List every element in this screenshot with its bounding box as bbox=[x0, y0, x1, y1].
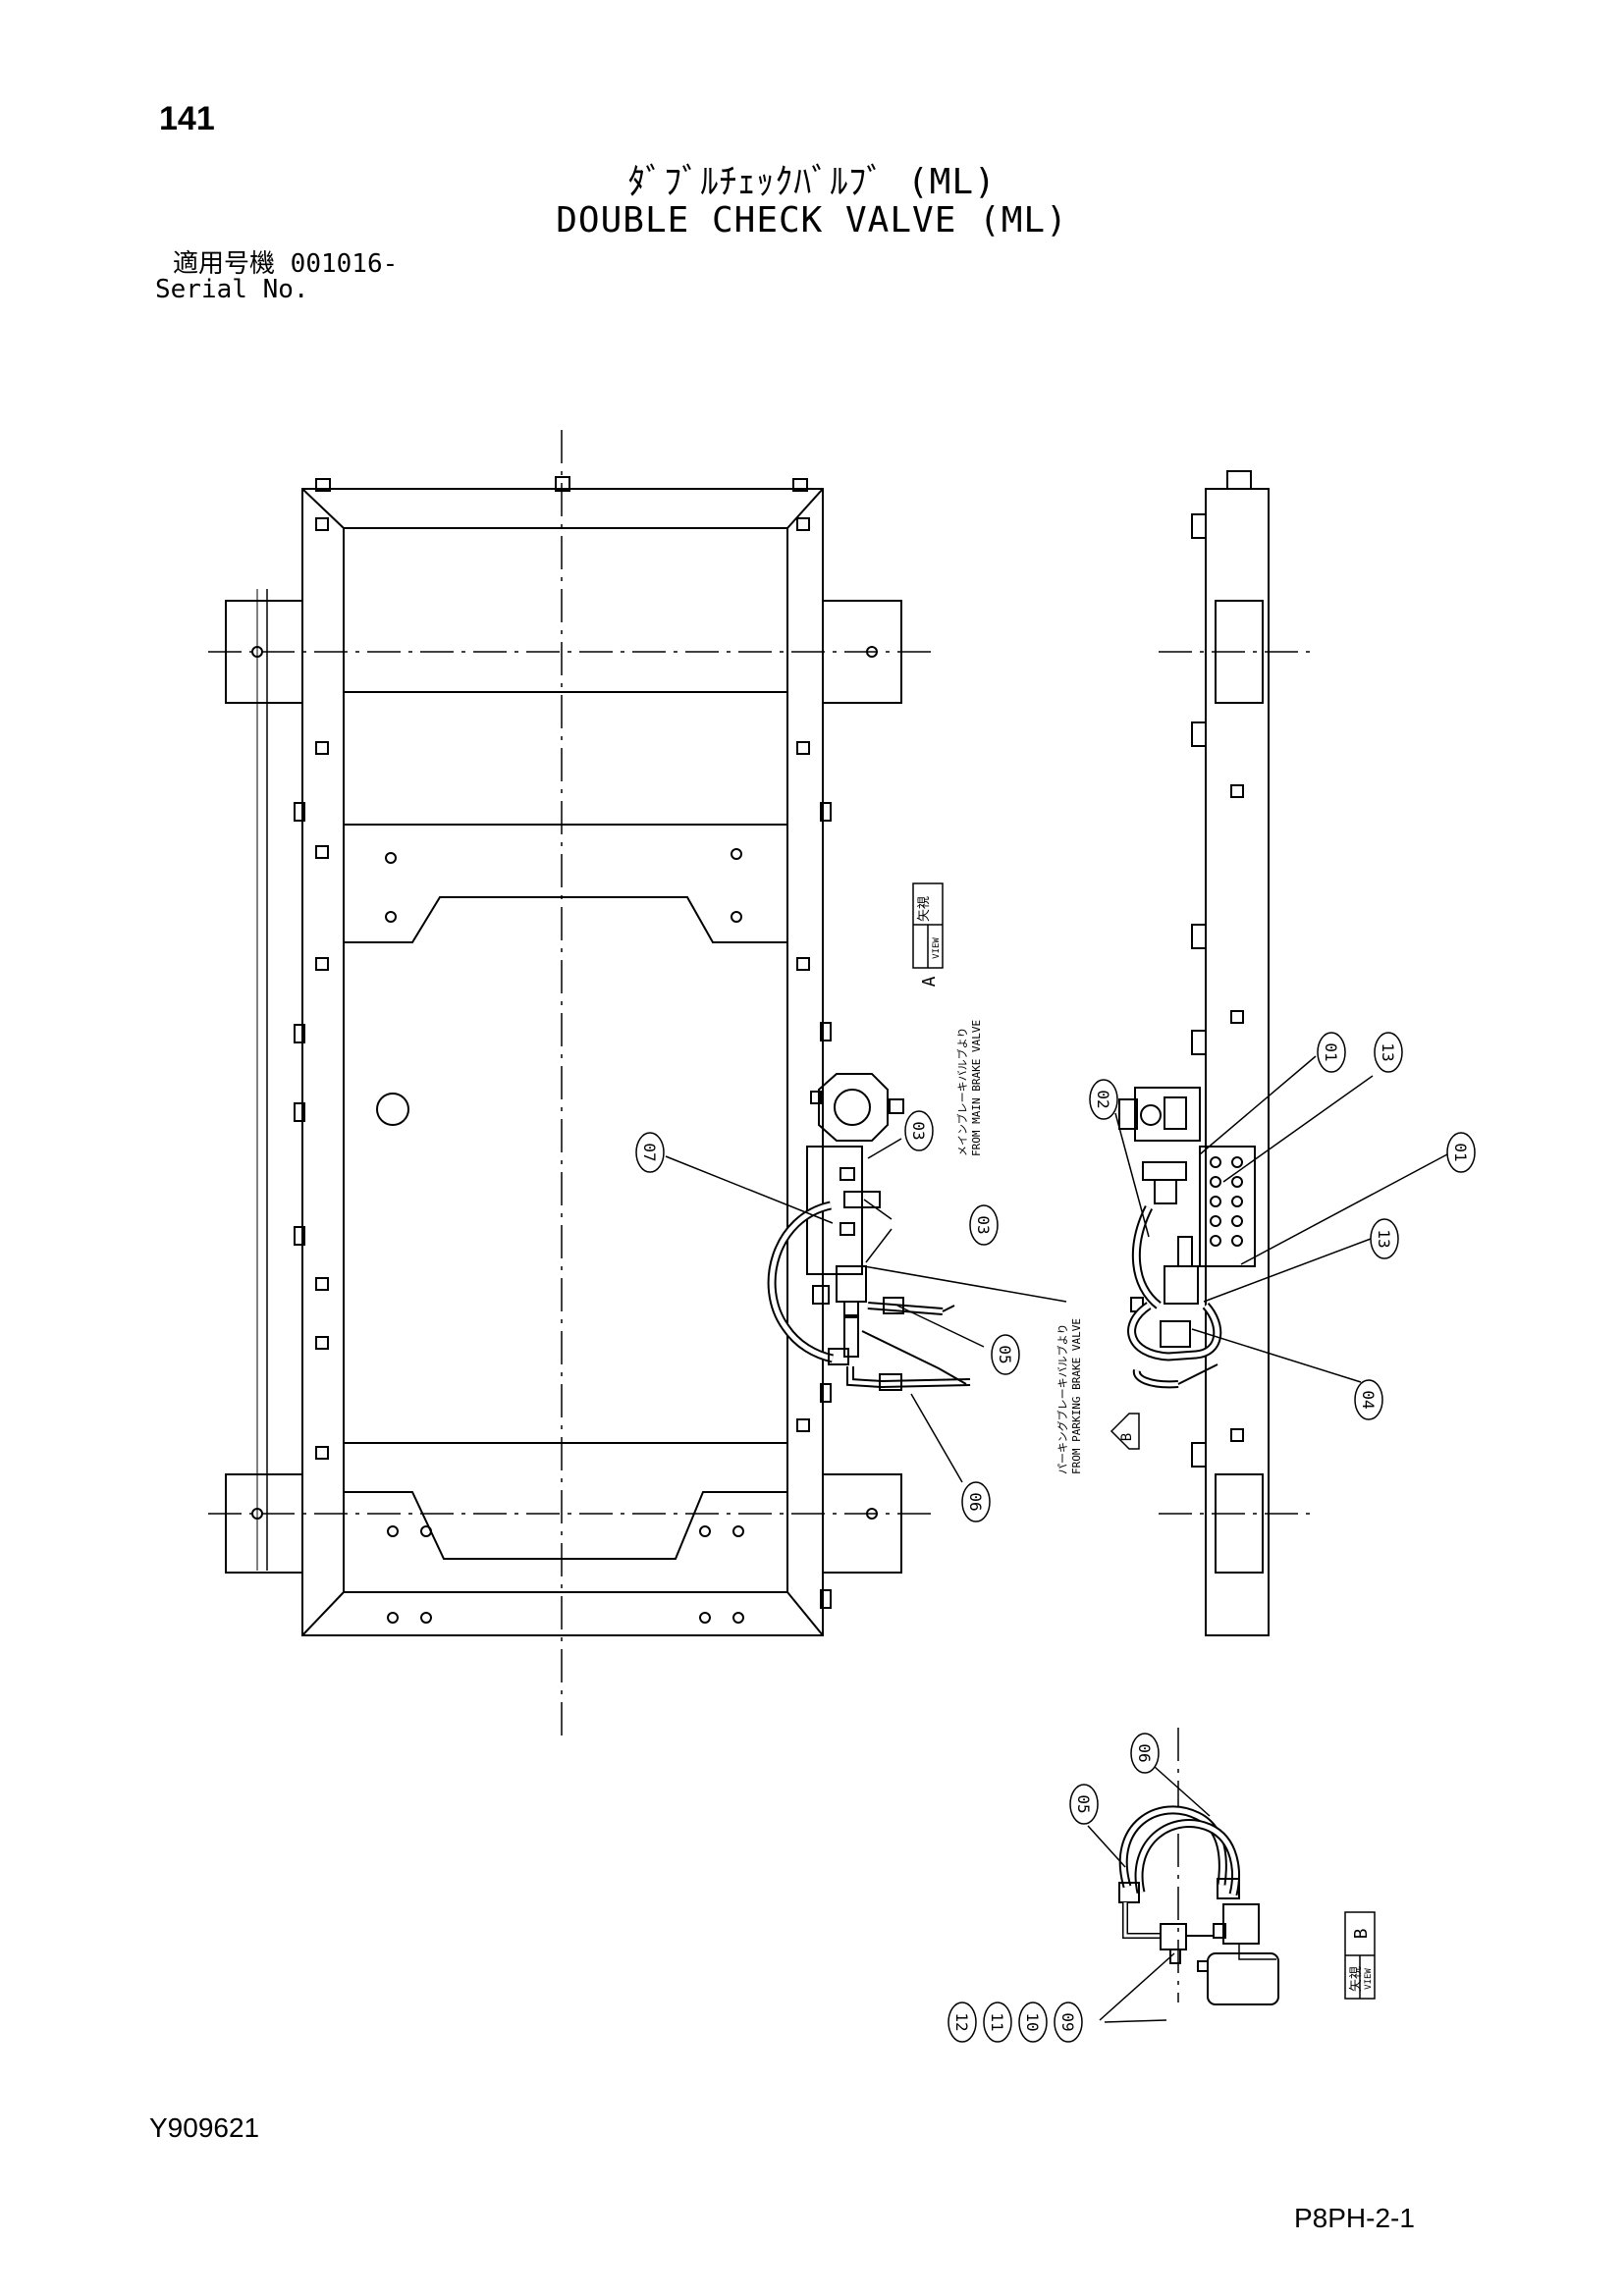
svg-text:13: 13 bbox=[1379, 1042, 1397, 1061]
note-parking-brake-en: FROM PARKING BRAKE VALVE bbox=[1070, 1318, 1083, 1474]
callout-12: 12 bbox=[947, 2002, 977, 2043]
title-english: DOUBLE CHECK VALVE (ML) bbox=[556, 200, 1068, 240]
double-check-valve-assembly-side bbox=[1118, 1087, 1256, 1389]
svg-text:01: 01 bbox=[1322, 1042, 1340, 1061]
svg-text:05: 05 bbox=[996, 1345, 1014, 1363]
detail-view-b bbox=[1118, 1728, 1279, 2005]
svg-text:02: 02 bbox=[1094, 1090, 1112, 1108]
document-code: Y909621 bbox=[149, 2112, 260, 2143]
callout-03-b: 03 bbox=[969, 1204, 999, 1246]
serial-label-english: Serial No. bbox=[155, 275, 309, 304]
serial-label-jp: 適用号機 bbox=[173, 249, 276, 279]
view-b-label-jp: 矢視 bbox=[1349, 1966, 1364, 1992]
callout-05-b: 05 bbox=[1069, 1784, 1099, 1825]
svg-text:13: 13 bbox=[1375, 1229, 1393, 1248]
view-b-letter: B bbox=[1351, 1929, 1372, 1940]
svg-text:07: 07 bbox=[640, 1143, 659, 1161]
view-a-letter: A bbox=[919, 976, 940, 987]
serial-value: 001016- bbox=[290, 249, 399, 279]
note-main-brake-en: FROM MAIN BRAKE VALVE bbox=[970, 1020, 983, 1156]
view-b-label-en: VIEW bbox=[1364, 1968, 1374, 1990]
svg-text:04: 04 bbox=[1359, 1390, 1378, 1409]
callout-03-a: 03 bbox=[904, 1110, 934, 1151]
note-main-brake-jp: メインブレーキバルブより bbox=[955, 1028, 969, 1156]
callout-10: 10 bbox=[1018, 2002, 1048, 2043]
callout-01-a: 01 bbox=[1317, 1032, 1346, 1073]
double-check-valve-assembly-main bbox=[767, 1073, 1067, 1391]
title-japanese: ﾀﾞﾌﾞﾙﾁｪｯｸﾊﾞﾙﾌﾞ (ML) bbox=[627, 162, 997, 202]
frame-top-view bbox=[208, 430, 933, 1737]
view-a-label-jp: 矢視 bbox=[917, 896, 932, 922]
svg-text:11: 11 bbox=[988, 2012, 1006, 2031]
leader-lines bbox=[665, 1055, 1448, 2023]
callout-07: 07 bbox=[635, 1132, 665, 1173]
svg-text:10: 10 bbox=[1023, 2012, 1042, 2031]
svg-text:09: 09 bbox=[1058, 2012, 1077, 2031]
svg-text:03: 03 bbox=[974, 1215, 993, 1234]
callout-02: 02 bbox=[1089, 1079, 1118, 1120]
callout-06-a: 06 bbox=[961, 1481, 991, 1522]
callout-04: 04 bbox=[1354, 1379, 1383, 1420]
callout-11: 11 bbox=[983, 2002, 1012, 2043]
view-a-label-en: VIEW bbox=[932, 937, 942, 959]
arrow-b-letter: B bbox=[1119, 1433, 1135, 1441]
svg-text:01: 01 bbox=[1451, 1143, 1470, 1161]
serial-label-japanese: 適用号機 001016- bbox=[173, 251, 398, 278]
svg-text:06: 06 bbox=[966, 1492, 985, 1511]
svg-text:06: 06 bbox=[1135, 1743, 1154, 1762]
callout-13-a: 13 bbox=[1374, 1032, 1403, 1073]
view-b-box bbox=[1344, 1911, 1376, 2000]
callout-06-b: 06 bbox=[1130, 1733, 1160, 1774]
view-b-arrow bbox=[1110, 1413, 1140, 1450]
page-reference: P8PH-2-1 bbox=[1294, 2203, 1415, 2233]
page-number: 141 bbox=[159, 100, 215, 137]
callout-09: 09 bbox=[1054, 2002, 1083, 2043]
callout-13-b: 13 bbox=[1370, 1218, 1399, 1259]
callout-01-b: 01 bbox=[1446, 1132, 1476, 1173]
view-a-box bbox=[912, 882, 944, 969]
svg-text:12: 12 bbox=[952, 2012, 971, 2031]
callout-05-a: 05 bbox=[991, 1334, 1020, 1375]
svg-text:05: 05 bbox=[1074, 1794, 1093, 1813]
frame-side-view bbox=[1159, 470, 1316, 1636]
note-parking-brake-jp: パーキングブレーキバルブより bbox=[1056, 1324, 1069, 1474]
svg-text:03: 03 bbox=[909, 1121, 928, 1140]
